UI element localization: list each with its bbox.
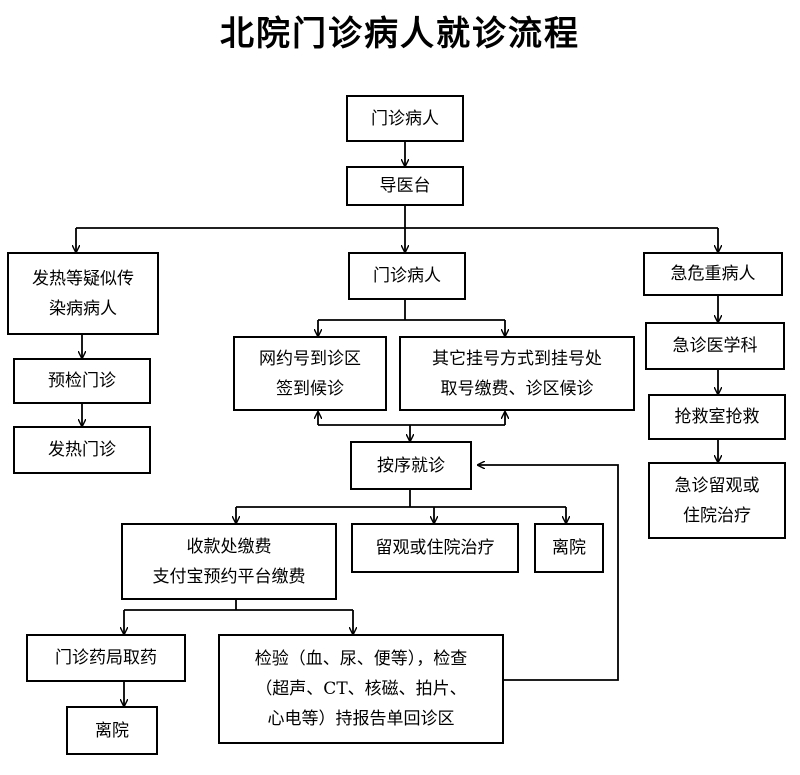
node-discharge-mid: 离院 [534, 523, 604, 573]
node-label-line: 染病病人 [49, 298, 117, 319]
node-label-line: 预检门诊 [48, 371, 116, 391]
node-outpatient-mid: 门诊病人 [348, 252, 466, 300]
node-queue-visit: 按序就诊 [350, 441, 472, 490]
node-critical: 急危重病人 [643, 252, 783, 296]
node-label-line: 其它挂号方式到挂号处 [432, 348, 602, 369]
node-exams: 检验（血、尿、便等），检查 （超声、CT、核磁、拍片、心电等）持报告单回诊区 [218, 634, 504, 744]
node-other-register: 其它挂号方式到挂号处取号缴费、诊区候诊 [399, 336, 635, 411]
node-label-line: 心电等）持报告单回诊区 [267, 709, 455, 729]
node-emergency-dept: 急诊医学科 [645, 322, 785, 370]
node-precheck: 预检门诊 [13, 358, 151, 404]
node-label-line: 门诊药局取药 [55, 648, 157, 668]
node-fever-clinic: 发热门诊 [13, 426, 151, 474]
node-label-line: 导医台 [379, 176, 431, 196]
node-online-booking: 网约号到诊区签到候诊 [233, 336, 387, 411]
arrow-exams-return-to-queue [478, 465, 619, 681]
node-label-line: 按序就诊 [377, 455, 445, 476]
node-discharge-bottom: 离院 [66, 706, 158, 755]
node-label-line: 门诊病人 [373, 266, 441, 286]
node-rescue-room: 抢救室抢救 [648, 394, 786, 440]
node-label-line: 取号缴费、诊区候诊 [440, 378, 594, 399]
node-fever-suspect: 发热等疑似传染病病人 [7, 252, 159, 335]
node-label-line: 发热等疑似传 [32, 268, 134, 289]
node-label-line: 离院 [95, 720, 129, 741]
node-outpatient-top: 门诊病人 [346, 95, 464, 142]
node-observation: 留观或住院治疗 [351, 523, 519, 573]
node-label-line: 签到候诊 [276, 378, 344, 399]
node-reception: 导医台 [346, 166, 464, 206]
node-label-line: 急诊留观或 [674, 475, 760, 496]
page-title: 北院门诊病人就诊流程 [220, 14, 580, 54]
node-label-line: 支付宝预约平台缴费 [152, 566, 306, 587]
node-emergency-obs: 急诊留观或住院治疗 [648, 462, 786, 539]
node-label-line: 收款处缴费 [186, 536, 272, 557]
node-label-line: 留观或住院治疗 [375, 538, 495, 558]
node-label-line: 门诊病人 [371, 108, 439, 129]
node-label-line: 急诊医学科 [672, 336, 758, 356]
node-label-line: 检验（血、尿、便等），检查 [254, 649, 468, 669]
node-label-line: 住院治疗 [683, 505, 751, 526]
node-label-line: 急危重病人 [670, 264, 756, 284]
node-label-line: 离院 [552, 538, 586, 558]
node-label-line: （超声、CT、核磁、拍片、 [255, 679, 467, 699]
node-pharmacy: 门诊药局取药 [26, 634, 186, 682]
node-payment: 收款处缴费支付宝预约平台缴费 [121, 523, 337, 600]
node-label-line: 抢救室抢救 [674, 407, 760, 427]
node-label-line: 网约号到诊区 [259, 348, 361, 369]
node-label-line: 发热门诊 [48, 440, 116, 460]
